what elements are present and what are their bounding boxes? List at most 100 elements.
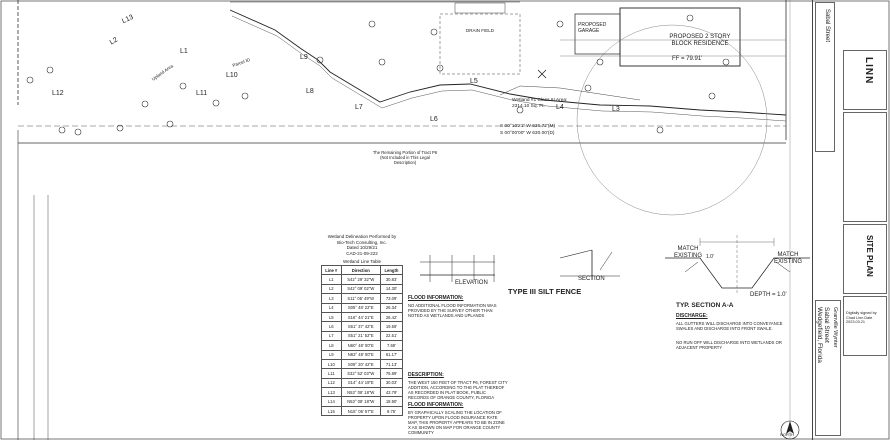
project-name: Granville Wynter <box>832 307 838 348</box>
table-cell: S51° 21' 52"E <box>340 330 381 342</box>
column-header: Length <box>379 264 404 276</box>
drain-field-label: DRAIN FIELD <box>466 28 495 33</box>
revision-block <box>843 112 887 222</box>
line-label-l8: L8 <box>306 88 314 95</box>
flood-info-body-2: BY GRAPHICALLY SCALING THE LOCATION OF P… <box>408 410 505 435</box>
table-cell: L1 <box>321 274 342 285</box>
table-cell: 26.42' <box>379 311 404 323</box>
match-existing-left: MATCH EXISTING <box>673 246 702 259</box>
residence-label: PROPOSED 2 STORY BLOCK RESIDENCE <box>669 34 731 47</box>
table-cell: 30.03' <box>379 377 404 389</box>
table-cell: L15 <box>321 405 342 417</box>
table-cell: 18.90' <box>379 396 404 407</box>
silt-elevation-label: ELEVATION <box>455 280 488 286</box>
finished-floor-label: FF = 79.91' <box>672 56 703 62</box>
table-cell: N63° 48' 00"E <box>340 349 381 360</box>
table-cell: N60° 48' 00"E <box>340 340 381 351</box>
table-cell: N53° 08' 18"W <box>340 396 381 407</box>
line-label-l1: L1 <box>180 48 188 55</box>
table-cell: L9 <box>321 349 342 360</box>
line-label-l7: L7 <box>355 104 363 111</box>
table-cell: L13 <box>321 387 342 398</box>
table-cell: 71.13' <box>379 358 404 370</box>
table-cell: L12 <box>321 377 342 389</box>
match-existing-right: MATCH EXISTING <box>773 252 802 265</box>
description-body: THE WEST 150 FEET OF TRACT P6, FOREST CI… <box>408 380 508 400</box>
discharge-title: DISCHARGE: <box>676 313 708 319</box>
swale-depth-label: DEPTH = 1.0' <box>750 292 787 298</box>
line-label-l3: L3 <box>612 106 620 113</box>
table-cell: S05° 48' 22"E <box>340 302 381 313</box>
table-cell: 7.69' <box>379 340 404 351</box>
wetland-heading-3: Dated 10/29/21 <box>346 245 378 250</box>
table-cell: L7 <box>321 330 342 342</box>
title-block: Sabal Street LINN SITE PLAN Digitally si… <box>812 0 890 440</box>
table-cell: 43.79' <box>379 387 404 398</box>
silt-fence-title: TYPE III SILT FENCE <box>508 287 582 296</box>
table-cell: S09° 20' 42"E <box>340 358 381 370</box>
column-header: Direction <box>340 264 381 276</box>
table-cell: 75.89' <box>379 368 404 379</box>
project-info-cell: Granville Wynter Sabal Street Wedgefield… <box>815 300 841 436</box>
table-cell: N15° 06' 57"E <box>340 405 381 417</box>
table-cell: 22.51' <box>379 330 404 342</box>
description-title: DESCRIPTION: <box>408 372 444 378</box>
line-label-l9: L9 <box>300 54 308 61</box>
section-aa-title: TYP. SECTION A-A <box>676 302 734 309</box>
table-cell: L5 <box>321 311 342 323</box>
table-cell: L14 <box>321 396 342 407</box>
table-cell: L3 <box>321 293 342 304</box>
table-cell: S61° 37' 42"E <box>340 321 381 332</box>
discharge-body-1: ALL GUTTERS WILL DISCHARGE INTO CONVEYAN… <box>676 321 783 331</box>
table-cell: S16° 44' 21"E <box>340 311 381 323</box>
line-label-l11: L11 <box>196 90 208 97</box>
wetland-table-caption: Wetland Line Table <box>342 259 382 264</box>
table-cell: N53° 08' 18"W <box>340 387 381 398</box>
project-city: Wedgefield, Florida <box>816 307 823 363</box>
silt-section-label: SECTION <box>578 276 605 282</box>
wetland-table-block: Wetland Delineation Performed by Bio-Tec… <box>318 234 406 417</box>
table-cell: 14.30' <box>379 283 404 295</box>
sheet-title-cell: SITE PLAN <box>843 224 887 294</box>
wetland-heading-2: Bio-Tech Consulting, Inc. <box>337 239 387 245</box>
firm-logo: LINN <box>863 57 874 85</box>
swale-dim-label: 1.0' <box>706 254 714 260</box>
line-label-l6: L6 <box>430 116 438 123</box>
bearing-deed: S 00°00'00" W 630.00'(D) <box>500 131 555 136</box>
road-label: Sabal Street <box>824 9 830 43</box>
wetland-area-label: Wetland #1 Class III Area: 2314.10 Sq. F… <box>512 98 568 109</box>
table-cell: S32° 52' 03"W <box>340 368 381 379</box>
table-cell: L2 <box>321 283 342 295</box>
table-cell: 19.59' <box>379 321 404 332</box>
line-label-l12: L12 <box>52 90 64 97</box>
table-cell: 73.09' <box>379 293 404 304</box>
wetland-heading-1: Wetland Delineation Performed by <box>327 234 397 239</box>
table-cell: S14° 44' 19"E <box>340 377 381 389</box>
seal-note: Digitally signed by Chad Linn Date 2023.… <box>846 311 877 324</box>
table-cell: 9.75' <box>379 405 404 417</box>
table-cell: 30.83' <box>379 274 404 285</box>
table-cell: L8 <box>321 340 342 351</box>
wetland-line-table: Wetland Line Table Line # Direction Leng… <box>321 259 404 417</box>
bearing-measured: S 00°10'21" W 636.72'(M) <box>500 124 556 129</box>
table-cell: S11° 05' 49"W <box>340 293 381 304</box>
table-cell: 26.34' <box>379 302 404 313</box>
remaining-portion-note: The Remaining Portion of Tract P6 (Not I… <box>372 150 438 165</box>
flood-info-body: NO ADDITIONAL FLOOD INFORMATION WAS PROV… <box>408 303 497 318</box>
road-label-cell: Sabal Street <box>815 2 835 152</box>
project-street: Sabal Street <box>823 307 830 343</box>
